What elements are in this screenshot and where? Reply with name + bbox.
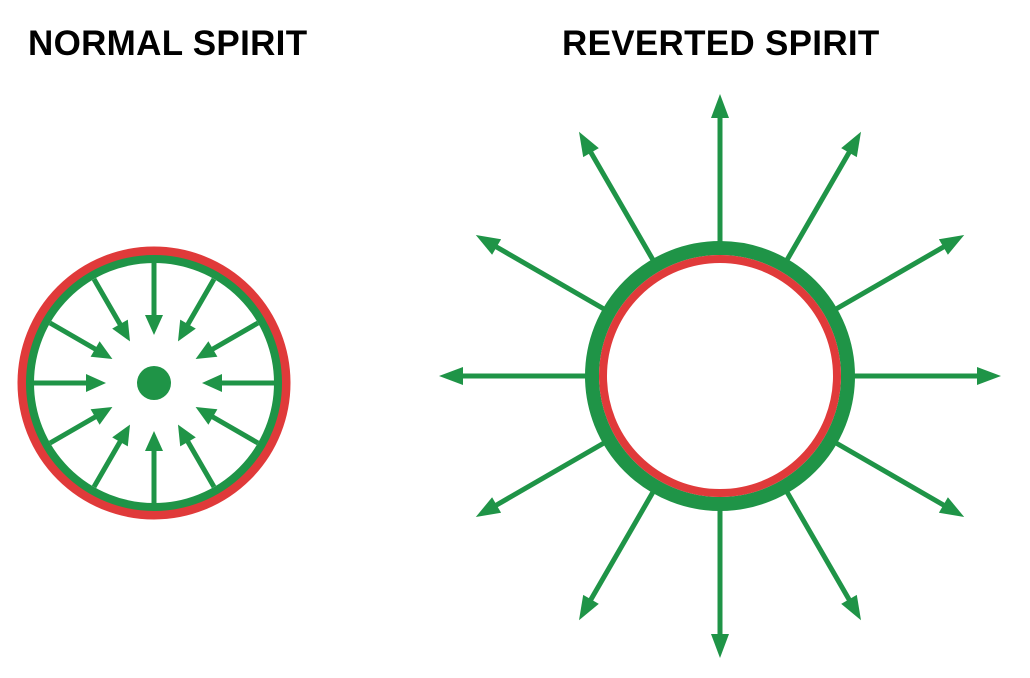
reverted-outward-arrow	[784, 490, 861, 621]
reverted-spirit-title: REVERTED SPIRIT	[562, 24, 880, 63]
normal-inward-arrow	[202, 374, 274, 392]
normal-outer-red-ring	[17, 246, 291, 520]
reverted-outward-arrow	[834, 235, 965, 312]
reverted-outer-green-ring	[585, 241, 855, 511]
reverted-outward-arrow	[854, 367, 1001, 385]
reverted-outward-arrow	[475, 440, 606, 517]
reverted-outward-arrow	[475, 235, 606, 312]
reverted-outward-arrow	[711, 94, 729, 242]
reverted-spirit-diagram	[439, 94, 1001, 658]
reverted-outward-arrow	[711, 510, 729, 658]
normal-inward-arrow	[178, 277, 217, 342]
normal-inward-arrow	[145, 431, 163, 503]
normal-inward-arrow	[91, 277, 130, 342]
reverted-outward-arrow	[834, 440, 965, 517]
reverted-inner-red-ring	[599, 255, 841, 497]
normal-inward-arrow	[145, 263, 163, 335]
normal-inward-arrow	[34, 374, 106, 392]
reverted-outward-arrow	[439, 367, 586, 385]
reverted-outward-arrow	[579, 490, 656, 621]
normal-inward-arrow	[91, 424, 130, 489]
normal-inward-arrow	[195, 407, 260, 446]
normal-inward-arrow	[48, 407, 113, 446]
normal-inner-green-ring	[26, 255, 282, 511]
normal-center-dot	[137, 366, 171, 400]
normal-inward-arrow	[195, 320, 260, 359]
normal-inward-arrow	[48, 320, 113, 359]
normal-inward-arrow	[178, 424, 217, 489]
reverted-outward-arrow	[784, 131, 861, 262]
normal-spirit-title: NORMAL SPIRIT	[28, 24, 308, 63]
normal-spirit-diagram	[17, 246, 291, 520]
reverted-outward-arrow	[579, 131, 656, 262]
